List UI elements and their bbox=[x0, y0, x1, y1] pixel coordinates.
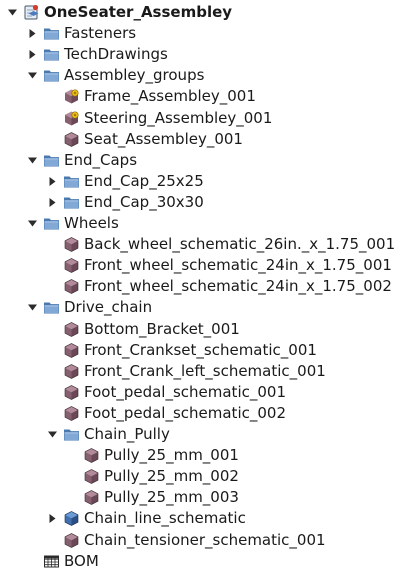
tree-item-label: End_Cap_30x30 bbox=[84, 192, 204, 211]
tree-item-label: Foot_pedal_schematic_002 bbox=[84, 403, 286, 422]
tree-item-front-wheel-schematic-24in-x-1-75-001[interactable]: Front_wheel_schematic_24in_x_1.75_001 bbox=[0, 255, 420, 276]
tree-item-label: OneSeater_Assembley bbox=[44, 3, 233, 21]
tree-item-drive-chain[interactable]: Drive_chain bbox=[0, 297, 420, 318]
assembly-root-icon bbox=[23, 4, 40, 21]
folder-icon bbox=[43, 67, 60, 84]
tree-item-label: Seat_Assembley_001 bbox=[84, 129, 243, 148]
tree-item-foot-pedal-schematic-001[interactable]: Foot_pedal_schematic_001 bbox=[0, 382, 420, 403]
tree-item-front-crank-left-schematic-001[interactable]: Front_Crank_left_schematic_001 bbox=[0, 361, 420, 382]
tree-item-label: BOM bbox=[64, 551, 99, 570]
spreadsheet-icon bbox=[43, 553, 60, 570]
tree-item-label: Pully_25_mm_001 bbox=[104, 446, 239, 465]
tree-item-label: Front_wheel_schematic_24in_x_1.75_001 bbox=[84, 256, 392, 275]
tree-item-front-crankset-schematic-001[interactable]: Front_Crankset_schematic_001 bbox=[0, 340, 420, 361]
tree-item-label: Chain_tensioner_schematic_001 bbox=[84, 530, 326, 549]
assembly-blue-icon bbox=[63, 510, 80, 527]
tree-item-label: Bottom_Bracket_001 bbox=[84, 319, 240, 338]
folder-icon bbox=[43, 215, 60, 232]
expand-arrow-right-icon[interactable] bbox=[47, 192, 59, 213]
tree-item-label: Wheels bbox=[64, 214, 119, 232]
tree-item-label: TechDrawings bbox=[64, 45, 168, 64]
expand-arrow-down-icon[interactable] bbox=[27, 297, 39, 318]
part-icon bbox=[83, 447, 100, 464]
folder-icon bbox=[43, 299, 60, 316]
tree-item-fasteners[interactable]: Fasteners bbox=[0, 23, 420, 44]
part-icon bbox=[63, 342, 80, 359]
folder-icon bbox=[43, 25, 60, 42]
expand-arrow-down-icon[interactable] bbox=[27, 213, 39, 234]
tree-item-label: Drive_chain bbox=[64, 298, 153, 317]
folder-icon bbox=[63, 194, 80, 211]
part-link-icon bbox=[63, 110, 80, 127]
expand-arrow-right-icon[interactable] bbox=[47, 171, 59, 192]
tree-item-end-cap-25x25[interactable]: End_Cap_25x25 bbox=[0, 171, 420, 192]
part-icon bbox=[63, 532, 80, 549]
tree-item-chain-tensioner-schematic-001[interactable]: Chain_tensioner_schematic_001 bbox=[0, 530, 420, 551]
tree-item-end-cap-30x30[interactable]: End_Cap_30x30 bbox=[0, 192, 420, 213]
tree-item-label: End_Cap_25x25 bbox=[84, 171, 204, 190]
expand-arrow-down-icon[interactable] bbox=[27, 65, 39, 86]
tree-item-label: Frame_Assembley_001 bbox=[84, 87, 256, 106]
tree-item-front-wheel-schematic-24in-x-1-75-002[interactable]: Front_wheel_schematic_24in_x_1.75_002 bbox=[0, 276, 420, 297]
tree-item-label: Back_wheel_schematic_26in._x_1.75_001 bbox=[84, 235, 396, 254]
folder-icon bbox=[63, 173, 80, 190]
expand-arrow-right-icon[interactable] bbox=[27, 23, 39, 44]
tree-item-end-caps[interactable]: End_Caps bbox=[0, 150, 420, 171]
tree-item-label: Chain_line_schematic bbox=[84, 509, 246, 528]
tree-item-frame-assembley-001[interactable]: Frame_Assembley_001 bbox=[0, 86, 420, 107]
part-icon bbox=[83, 468, 100, 485]
expand-arrow-down-icon[interactable] bbox=[47, 424, 59, 445]
expand-arrow-down-icon[interactable] bbox=[27, 150, 39, 171]
expand-arrow-right-icon[interactable] bbox=[27, 44, 39, 65]
tree-item-oneseater-assembley[interactable]: OneSeater_Assembley bbox=[0, 2, 420, 23]
tree-item-bom[interactable]: BOM bbox=[0, 551, 420, 572]
part-icon bbox=[63, 236, 80, 253]
tree-item-chain-pully[interactable]: Chain_Pully bbox=[0, 424, 420, 445]
tree-item-pully-25-mm-003[interactable]: Pully_25_mm_003 bbox=[0, 487, 420, 508]
part-icon bbox=[63, 363, 80, 380]
tree-item-label: Pully_25_mm_002 bbox=[104, 467, 239, 486]
part-icon bbox=[63, 278, 80, 295]
tree-item-techdrawings[interactable]: TechDrawings bbox=[0, 44, 420, 65]
folder-icon bbox=[43, 152, 60, 169]
tree-item-steering-assembley-001[interactable]: Steering_Assembley_001 bbox=[0, 108, 420, 129]
tree-item-assembley-groups[interactable]: Assembley_groups bbox=[0, 65, 420, 86]
expand-arrow-down-icon[interactable] bbox=[7, 2, 19, 23]
tree-item-foot-pedal-schematic-002[interactable]: Foot_pedal_schematic_002 bbox=[0, 403, 420, 424]
tree-item-chain-line-schematic[interactable]: Chain_line_schematic bbox=[0, 508, 420, 529]
part-icon bbox=[63, 384, 80, 401]
part-icon bbox=[63, 131, 80, 148]
part-link-icon bbox=[63, 88, 80, 105]
tree-item-label: End_Caps bbox=[64, 150, 138, 169]
tree-item-label: Front_Crank_left_schematic_001 bbox=[84, 361, 326, 380]
tree-item-wheels[interactable]: Wheels bbox=[0, 213, 420, 234]
expand-arrow-right-icon[interactable] bbox=[47, 508, 59, 529]
folder-icon bbox=[43, 46, 60, 63]
tree-item-label: Pully_25_mm_003 bbox=[104, 488, 239, 507]
tree-item-label: Front_wheel_schematic_24in_x_1.75_002 bbox=[84, 277, 392, 296]
tree-item-pully-25-mm-001[interactable]: Pully_25_mm_001 bbox=[0, 445, 420, 466]
part-icon bbox=[83, 489, 100, 506]
tree-item-back-wheel-schematic-26in-x-1-75-001[interactable]: Back_wheel_schematic_26in._x_1.75_001 bbox=[0, 234, 420, 255]
tree-item-bottom-bracket-001[interactable]: Bottom_Bracket_001 bbox=[0, 319, 420, 340]
tree-item-label: Chain_Pully bbox=[84, 425, 170, 443]
part-icon bbox=[63, 405, 80, 422]
folder-icon bbox=[63, 426, 80, 443]
tree-item-seat-assembley-001[interactable]: Seat_Assembley_001 bbox=[0, 129, 420, 150]
tree-item-label: Foot_pedal_schematic_001 bbox=[84, 382, 286, 401]
tree-item-label: Fasteners bbox=[64, 24, 137, 43]
part-icon bbox=[63, 321, 80, 338]
tree-item-label: Steering_Assembley_001 bbox=[84, 108, 273, 127]
tree-item-label: Assembley_groups bbox=[64, 66, 205, 85]
tree-item-pully-25-mm-002[interactable]: Pully_25_mm_002 bbox=[0, 466, 420, 487]
tree-item-label: Front_Crankset_schematic_001 bbox=[84, 340, 317, 359]
part-icon bbox=[63, 257, 80, 274]
